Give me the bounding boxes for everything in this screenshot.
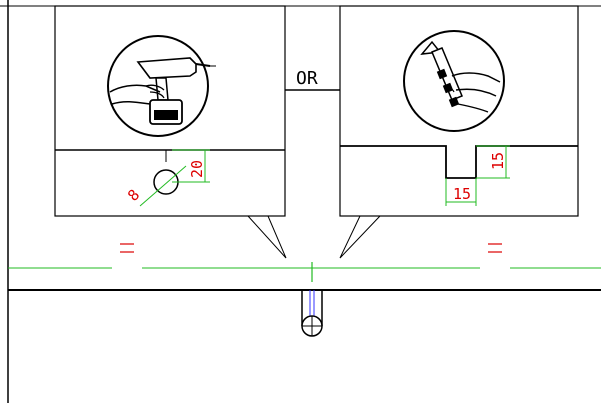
hole-offset-dimension: 20 <box>172 149 210 183</box>
utility-knife-in-hand-icon <box>403 30 505 132</box>
equal-mark-right <box>488 243 502 253</box>
right-callout-pointer <box>339 215 381 259</box>
equal-marks <box>120 243 502 253</box>
or-label: OR <box>296 68 318 89</box>
right-panel: 15 15 <box>339 5 579 217</box>
sleeve-section <box>301 290 323 337</box>
or-connector: OR <box>285 68 340 91</box>
equal-mark-left <box>120 243 134 253</box>
notch-depth-dimension: 15 <box>476 145 510 179</box>
notch-width-dimension: 15 <box>445 178 477 206</box>
notch-width-label: 15 <box>453 185 471 203</box>
notch-depth-label: 15 <box>489 152 507 170</box>
callout-pointers <box>247 215 381 259</box>
left-panel: 20 8 <box>54 5 286 217</box>
center-line <box>8 262 601 282</box>
left-callout-pointer <box>247 215 287 259</box>
hole-offset-label: 20 <box>188 160 206 178</box>
drill-in-hand-icon <box>107 35 216 137</box>
